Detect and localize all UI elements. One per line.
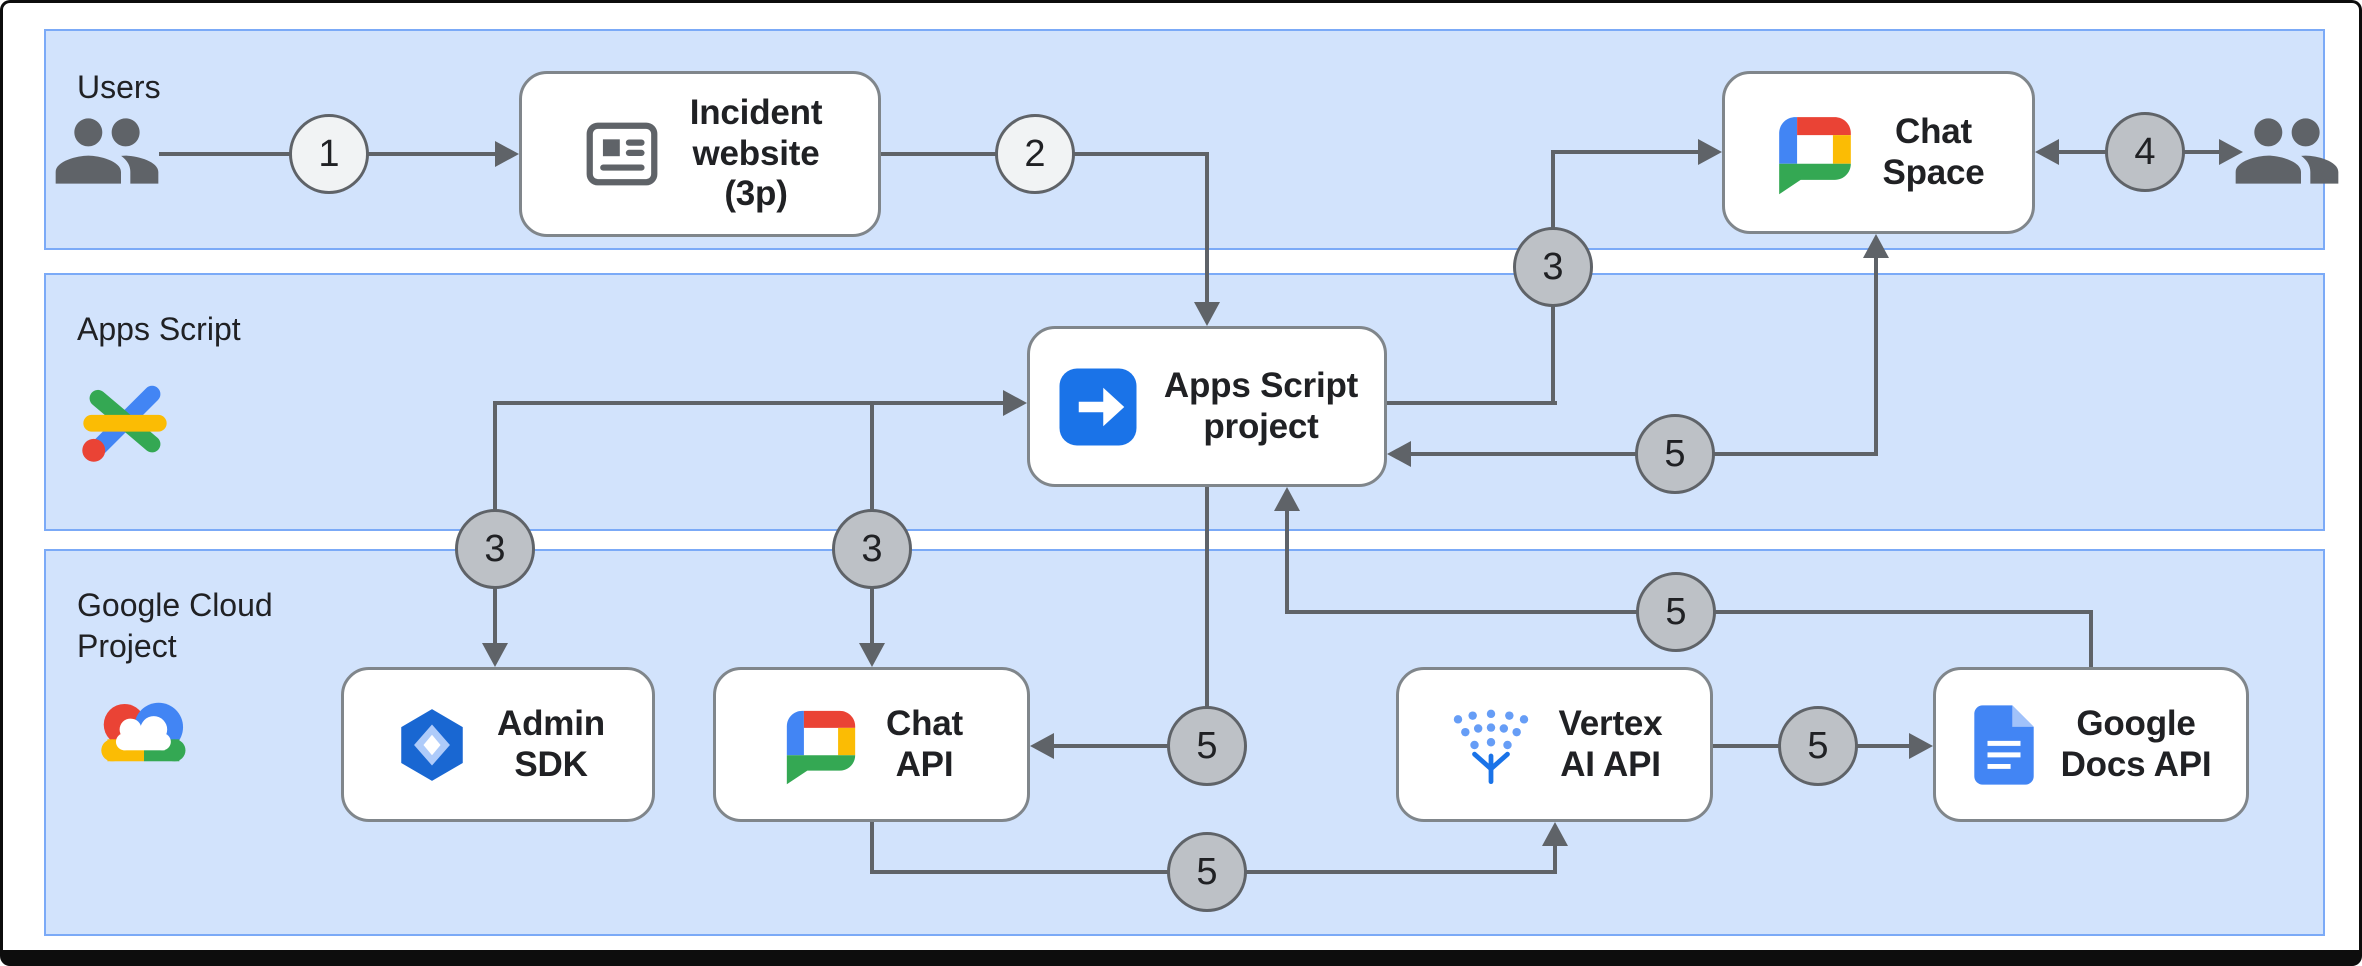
band-gcp-label: Google Cloud Project [77, 585, 273, 667]
step-badge-5-docs-to-apps-script: 5 [1636, 572, 1716, 652]
band-apps-script-label: Apps Script [77, 311, 241, 347]
chat-api-label: Chat API [886, 703, 963, 784]
node-incident-website: Incident website (3p) [519, 71, 881, 237]
step-badge-5-apps-script-to-chat-api: 5 [1167, 706, 1247, 786]
google-cloud-logo [83, 691, 205, 773]
node-chat-space: Chat Space [1722, 71, 2035, 234]
step-badge-3-chat-api: 3 [832, 509, 912, 589]
step-badge-5-chat-api-to-vertex: 5 [1167, 832, 1247, 912]
admin-sdk-label: Admin SDK [497, 703, 605, 784]
chat-space-label: Chat Space [1882, 111, 1985, 192]
band-gcp-label-line2: Project [77, 627, 177, 664]
google-docs-api-label: Google Docs API [2060, 703, 2212, 784]
vertex-ai-icon [1447, 701, 1535, 789]
step-badge-3-admin-sdk: 3 [455, 509, 535, 589]
node-apps-script-project: Apps Script project [1027, 326, 1387, 487]
incident-website-label: Incident website (3p) [689, 93, 823, 214]
step-badge-5-chat-space-to-apps-script: 5 [1635, 414, 1715, 494]
apps-script-arrow-icon [1056, 365, 1140, 449]
users-icon-left [51, 95, 163, 212]
article-icon [578, 110, 666, 198]
band-users-label: Users [77, 69, 161, 105]
vertex-ai-api-label: Vertex AI API [1558, 703, 1663, 784]
node-admin-sdk: Admin SDK [341, 667, 655, 822]
google-docs-icon [1971, 702, 2037, 788]
step-badge-1: 1 [289, 114, 369, 194]
step-badge-2: 2 [995, 114, 1075, 194]
apps-script-logo [75, 367, 175, 467]
node-vertex-ai-api: Vertex AI API [1396, 667, 1713, 822]
admin-sdk-icon [391, 704, 473, 786]
google-chat-icon [780, 704, 862, 786]
users-icon-right [2231, 95, 2343, 212]
step-badge-3-chat-space: 3 [1513, 227, 1593, 307]
google-chat-icon [1772, 110, 1858, 196]
node-chat-api: Chat API [713, 667, 1030, 822]
step-badge-4: 4 [2105, 112, 2185, 192]
band-gcp-label-line1: Google Cloud [77, 587, 273, 623]
node-google-docs-api: Google Docs API [1933, 667, 2249, 822]
step-badge-5-vertex-to-docs: 5 [1778, 706, 1858, 786]
apps-script-project-label: Apps Script project [1163, 365, 1359, 446]
